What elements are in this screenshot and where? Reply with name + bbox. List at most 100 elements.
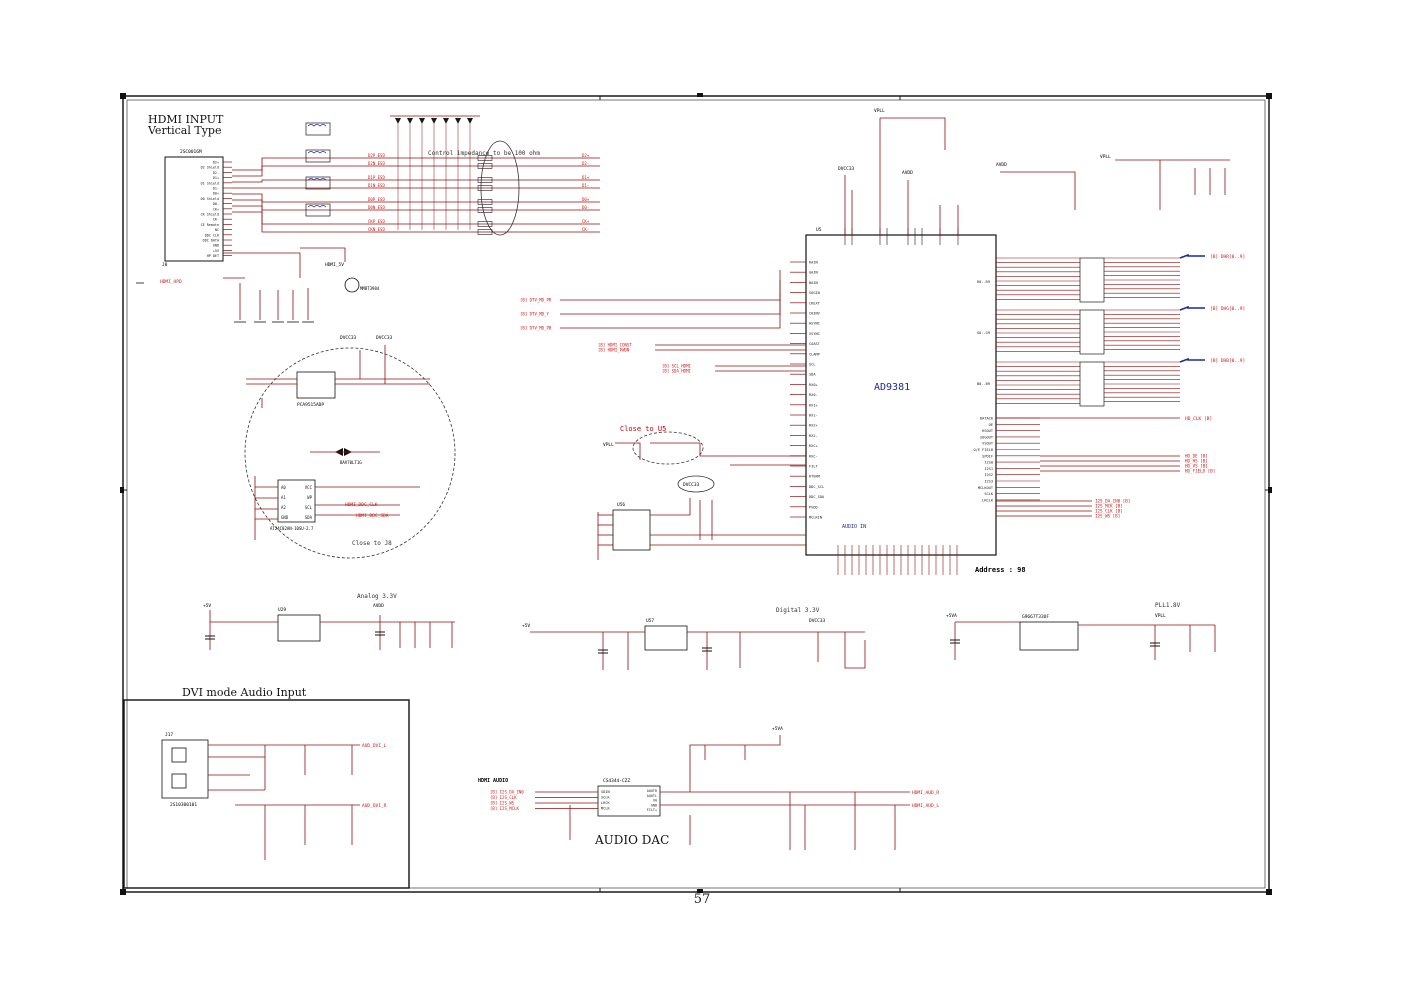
hdmi-pin-label: DDC CLK: [205, 233, 220, 237]
sog-wire: [560, 290, 781, 329]
transistor-symbol: [344, 277, 360, 293]
sog-wire: [560, 280, 781, 315]
avdd-label-right: AVDD: [996, 162, 1007, 168]
eeprom-pin-label: A0: [281, 485, 286, 490]
tmds-net-label: D2P_ESD: [368, 153, 385, 158]
esd-diode: [407, 118, 413, 124]
sync-outputs: HD_CLK [B]HD_DE [B]HD_HS [B]HD_VS [B]HD_…: [996, 416, 1215, 519]
hdmi-pin-label: D0 Shield: [201, 197, 219, 201]
ad9381-right-pins: R0..R9G0..G9B0..B9DATACKDEHSOUTSOGOUTVSO…: [974, 257, 1080, 502]
ddc-sda-net: HDMI_DDC_SDA: [356, 513, 389, 519]
ad9381-pin-left: CKEXT: [809, 301, 821, 305]
common-mode-choke: [305, 203, 331, 217]
hdmi-aud-r-net: HDMI_AUD_R: [912, 790, 939, 796]
ad9381-pin-left: GAIN: [809, 271, 818, 275]
hdmi-pin-label: DDC DATA: [203, 239, 219, 243]
u5-power-rails: [844, 117, 1230, 235]
v5a-label-pll: +5VA: [946, 613, 957, 619]
tmds-net-label: D0N_ESD: [368, 205, 385, 210]
ad9381-pin-left: RX1+: [809, 403, 818, 407]
audio-dac-ic: CS4344-CZZ SDINSCLKLRCKMCLKAOUTRAOUTLVAG…: [597, 778, 661, 817]
tmds-wire: [232, 205, 600, 225]
ad9381-pin-left: RAIN: [809, 261, 818, 265]
v5-label-digital: +5V: [522, 623, 530, 629]
hdmi-audio-title: HDMI AUDIO: [478, 778, 508, 784]
ad9381-pin-right: B0..B9: [977, 382, 990, 386]
tmds-out-label: D0-: [582, 205, 589, 210]
dac-wires: [569, 735, 910, 850]
dvcc33-label-b: DVCC33: [376, 335, 393, 341]
dac-pin-label: AOUTR: [647, 789, 658, 793]
digital-regulator: U57: [644, 618, 688, 651]
hdmi-pin-label: D1-: [213, 187, 219, 191]
esd-diode-pair: BAV70LT1G: [310, 448, 380, 465]
dvcc33-label-a: DVCC33: [340, 335, 357, 341]
tmds-out-label: D2-: [582, 161, 589, 166]
ad9381-pin-right: LRCLK: [982, 498, 994, 502]
avdd-label-analog: AVDD: [373, 603, 384, 609]
ad9381-pin-left: MCLKIN: [809, 516, 822, 520]
sync-out-label: HD_DE [B]: [1185, 454, 1208, 459]
dac-pin-label: FILT+: [647, 808, 657, 812]
pll-title: PLL1.8V: [1155, 602, 1181, 609]
hdmi-pin-label: HP DET: [207, 254, 219, 258]
vpll-label-right: VPLL: [1100, 154, 1111, 160]
ad9381-pin-left: RX2+: [809, 424, 818, 428]
vpll-label-pll: VPLL: [1155, 613, 1166, 619]
ad9381-pin-right: SCLK: [984, 492, 993, 496]
choke-coil: [307, 178, 327, 181]
series-resistor: [477, 155, 493, 161]
hdmi-pin-label: CK+: [213, 207, 219, 211]
hdmi-aud-l-net: HDMI_AUD_L: [912, 803, 939, 809]
dac-pin-label: GND: [651, 803, 657, 807]
ddc-wires: [246, 345, 430, 408]
power-caps: [205, 631, 1160, 654]
hdmi-pin-label: GND: [213, 244, 219, 248]
esd-diode: [431, 118, 437, 124]
tmds-net-label: D1P_ESD: [368, 175, 385, 180]
ad9381-pin-right: SOGOUT: [980, 435, 994, 439]
ad9381-pin-right: I2S3: [984, 480, 993, 484]
common-mode-choke: [305, 122, 331, 136]
dvi-audio-box: [123, 699, 410, 889]
v5a-label-dac: +5VA: [772, 726, 783, 732]
ad9381-ic: AD9381 U5 AUDIO IN RAINGAINBAINSOGINCKEX…: [790, 227, 1080, 575]
ad9381-pin-right: DE: [989, 423, 993, 427]
diode-label: BAV70LT1G: [340, 460, 362, 465]
sync-out-label: HD_FIELD [B]: [1185, 469, 1215, 474]
dvi-audio-title: DVI mode Audio Input: [182, 686, 307, 699]
ad9381-pin-left: RXC-: [809, 454, 818, 458]
eeprom-pin-label: WP: [307, 495, 312, 500]
dac-pin-label: SDIN: [601, 790, 610, 794]
ad9381-pin-left: RX0+: [809, 383, 818, 387]
page-number: 57: [693, 892, 711, 907]
sheet-frame: [122, 95, 1270, 893]
digital-reg-ref: U57: [646, 618, 654, 624]
hpd-grounds: [136, 282, 314, 323]
control-net-label: [B] HDMI_PWDN: [598, 348, 630, 353]
aud-dvi-r-net: AUD_DVI_R: [362, 803, 387, 809]
ad9381-left-pins: RAINGAINBAINSOGINCKEXTCKINVHSYNCVSYNCCOA…: [790, 261, 825, 520]
bus-net-label: [B] DHR[0..9]: [1210, 254, 1245, 260]
tmds-wire: [232, 199, 600, 211]
ad9381-pin-right: I2S1: [984, 467, 993, 471]
i2s-out-label: I2S_WS [B]: [1095, 514, 1120, 519]
esd-diode: [455, 118, 461, 124]
i2s-out-label: I2S_DA_IN0 [B]: [1095, 499, 1130, 504]
bus-net-label: [B] DHG[0..9]: [1210, 306, 1245, 312]
ad9381-pin-left: RTERM: [809, 475, 821, 479]
clk-out-label: HD_CLK [B]: [1185, 416, 1212, 422]
tmds-net-label: D2N_ESD: [368, 161, 385, 166]
hdmi-pin-label: NC: [215, 228, 219, 232]
dvcc33-label-top: DVCC33: [838, 166, 855, 172]
ddc-buffer-ic: PCA9515ADP: [296, 371, 336, 408]
hdmi-5v-label: HDMI_5V: [325, 262, 344, 268]
ad9381-pin-left: RX0-: [809, 393, 818, 397]
ad9381-pin-left: SDA: [809, 373, 816, 377]
sog-input-lines: [B] DTV_MD_PR[B] DTV_MD_Y[B] DTV_MD_PB: [520, 270, 781, 331]
close-to-j8-note: Close to J8: [352, 540, 392, 547]
ad9381-ref: U5: [816, 227, 822, 233]
